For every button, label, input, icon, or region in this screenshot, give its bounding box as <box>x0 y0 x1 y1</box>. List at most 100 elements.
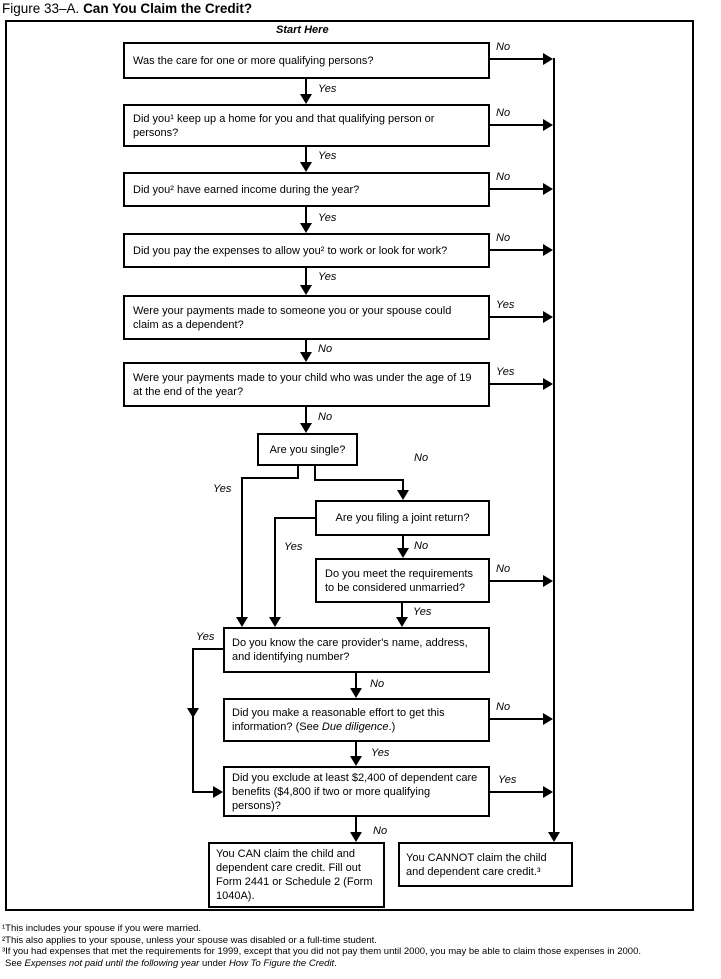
node-payments-dependent: Were your payments made to someone you o… <box>123 295 490 340</box>
arrowhead-right-icon <box>543 713 553 725</box>
edge-label-no: No <box>496 701 511 713</box>
flow-line <box>297 466 299 479</box>
flow-line <box>305 407 307 423</box>
edge-label-yes: Yes <box>318 271 337 283</box>
edge-label-yes: Yes <box>284 541 303 553</box>
arrowhead-down-icon <box>300 94 312 104</box>
node-pay-expenses: Did you pay the expenses to allow you² t… <box>123 233 490 268</box>
arrowhead-right-icon <box>543 244 553 256</box>
footnote-1: ¹This includes your spouse if you were m… <box>2 923 202 934</box>
edge-label-no: No <box>496 232 511 244</box>
node-text-italic: Due diligence <box>321 721 389 733</box>
node-earned-income: Did you² have earned income during the y… <box>123 172 490 207</box>
edge-label-yes: Yes <box>318 150 337 162</box>
flow-line <box>355 673 357 688</box>
flow-line <box>490 580 545 582</box>
node-text: Did you¹ keep up a home for you and that… <box>133 112 435 139</box>
flow-line <box>490 188 545 190</box>
edge-label-no: No <box>414 452 429 464</box>
start-here-label: Start Here <box>276 24 329 36</box>
node-care-provider-info: Do you know the care provider's name, ad… <box>223 627 490 673</box>
flow-line <box>402 536 404 548</box>
arrowhead-down-icon <box>397 490 409 500</box>
edge-label-no: No <box>414 540 429 552</box>
edge-label-no: No <box>373 825 388 837</box>
arrowhead-down-icon <box>300 423 312 433</box>
footnote-3: ³If you had expenses that met the requir… <box>2 946 642 957</box>
arrowhead-down-icon <box>300 352 312 362</box>
flow-line <box>192 791 215 793</box>
edge-label-no: No <box>370 678 385 690</box>
result-cannot-claim: You CANNOT claim the child and dependent… <box>398 842 573 887</box>
arrowhead-down-icon <box>397 548 409 558</box>
arrowhead-right-icon <box>543 575 553 587</box>
flow-line <box>401 603 403 617</box>
flow-line <box>490 383 545 385</box>
node-text: Do you know the care provider's name, ad… <box>232 637 468 663</box>
node-text: You CAN claim the child and dependent ca… <box>216 848 373 902</box>
edge-label-yes: Yes <box>496 366 515 378</box>
flow-line <box>241 477 243 617</box>
flow-line <box>490 124 545 126</box>
node-text: Did you make a reasonable effort to get … <box>232 706 481 734</box>
node-keep-up-home: Did you¹ keep up a home for you and that… <box>123 104 490 147</box>
edge-label-yes: Yes <box>413 606 432 618</box>
node-text: Were your payments made to someone you o… <box>133 304 452 331</box>
figure-number: Figure 33–A. <box>2 1 80 16</box>
flow-line <box>305 207 307 223</box>
footnote-2: ²This also applies to your spouse, unles… <box>2 934 377 946</box>
edge-label-no: No <box>496 563 511 575</box>
node-qualifying-persons: Was the care for one or more qualifying … <box>123 42 490 79</box>
node-text-part: Did you make a reasonable effort to get … <box>232 707 445 733</box>
node-text-part: .) <box>388 721 396 733</box>
edge-label-no: No <box>496 107 511 119</box>
arrowhead-down-icon <box>300 162 312 172</box>
flow-line <box>192 648 223 650</box>
figure-title: Figure 33–A. Can You Claim the Credit? <box>2 1 252 16</box>
arrowhead-right-icon <box>543 53 553 65</box>
footnotes: ¹This includes your spouse if you were m… <box>2 923 641 969</box>
node-joint-return: Are you filing a joint return? <box>315 500 490 536</box>
arrowhead-down-icon <box>269 617 281 627</box>
node-text: Was the care for one or more qualifying … <box>133 54 374 67</box>
node-text: Did you² have earned income during the y… <box>133 183 360 196</box>
footnote-italic: Expenses not paid until the following ye… <box>24 957 200 969</box>
node-text: Were your payments made to your child wh… <box>133 371 472 398</box>
arrowhead-right-icon <box>213 786 223 798</box>
arrowhead-down-icon <box>350 756 362 766</box>
edge-label-yes: Yes <box>371 747 390 759</box>
node-considered-unmarried: Do you meet the requirements to be consi… <box>315 558 490 603</box>
node-reasonable-effort: Did you make a reasonable effort to get … <box>223 698 490 742</box>
arrowhead-down-icon <box>300 223 312 233</box>
node-text: Did you exclude at least $2,400 of depen… <box>232 771 478 812</box>
node-text: Are you single? <box>269 443 346 456</box>
edge-label-no: No <box>318 343 333 355</box>
edge-label-yes: Yes <box>498 774 517 786</box>
flow-line <box>314 479 404 481</box>
flow-line <box>241 477 299 479</box>
edge-label-no: No <box>318 411 333 423</box>
footnote-part: under <box>199 957 229 969</box>
flow-line-collector <box>553 58 555 832</box>
footnote-italic: How To Figure the Credit <box>228 957 335 969</box>
edge-label-yes: Yes <box>318 212 337 224</box>
footnote-part: . <box>334 957 337 969</box>
flowchart-frame <box>5 20 694 911</box>
arrowhead-right-icon <box>543 119 553 131</box>
node-payments-child: Were your payments made to your child wh… <box>123 362 490 407</box>
node-text: You CANNOT claim the child and dependent… <box>406 851 547 878</box>
flow-line <box>402 479 404 490</box>
flow-line <box>490 316 545 318</box>
flow-line <box>490 791 545 793</box>
arrowhead-down-icon <box>396 617 408 627</box>
result-can-claim: You CAN claim the child and dependent ca… <box>208 842 385 908</box>
flow-line <box>490 58 545 60</box>
arrowhead-down-icon <box>350 688 362 698</box>
edge-label-yes: Yes <box>318 83 337 95</box>
edge-label-yes: Yes <box>496 299 515 311</box>
arrowhead-down-icon <box>187 708 199 718</box>
flow-line <box>192 648 194 793</box>
flow-line <box>355 817 357 832</box>
node-text: Do you meet the requirements to be consi… <box>325 567 473 594</box>
